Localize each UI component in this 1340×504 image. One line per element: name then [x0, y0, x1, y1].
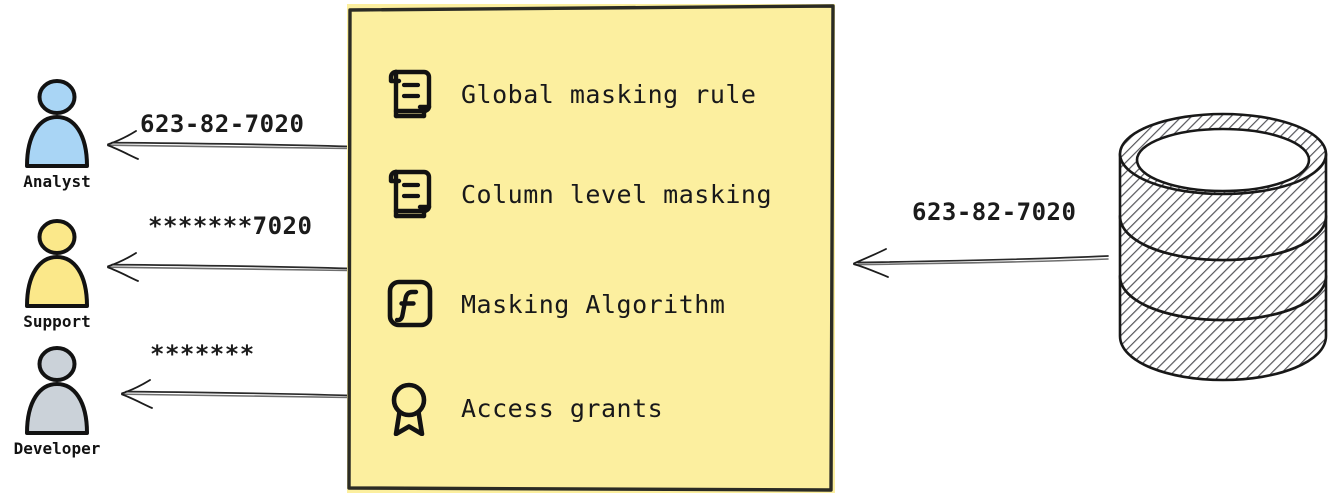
- scroll-icon: [388, 169, 432, 219]
- policy-row-label: Masking Algorithm: [461, 289, 726, 319]
- actor-label: Analyst: [23, 172, 91, 191]
- database-icon[interactable]: [1110, 108, 1336, 398]
- policy-row[interactable]: Access grants: [383, 376, 663, 440]
- flow-arrow-analyst: [107, 130, 351, 160]
- scroll-icon: [388, 69, 432, 119]
- actor-analyst[interactable]: Analyst: [2, 78, 112, 191]
- flow-label-source: 623-82-7020: [912, 198, 1077, 226]
- flow-label-support: *******7020: [148, 212, 313, 240]
- flow-label-developer: *******: [150, 340, 255, 368]
- actor-support[interactable]: Support: [2, 218, 112, 331]
- policy-row[interactable]: Global masking rule: [383, 62, 756, 126]
- flow-arrow-source: [853, 248, 1109, 278]
- actor-label: Developer: [13, 439, 101, 458]
- person-icon: [25, 79, 89, 168]
- person-icon: [25, 346, 89, 435]
- policy-panel: Global masking rule Column level masking: [347, 4, 835, 493]
- policy-row[interactable]: Column level masking: [383, 162, 772, 226]
- policy-row-label: Access grants: [461, 393, 664, 423]
- flow-label-analyst: 623-82-7020: [140, 110, 305, 138]
- policy-row-label: Global masking rule: [461, 79, 757, 109]
- actor-developer[interactable]: Developer: [2, 345, 112, 458]
- actor-label: Support: [23, 312, 91, 331]
- policy-row-label: Column level masking: [461, 179, 773, 209]
- function-square-icon: [387, 279, 433, 328]
- award-icon: [391, 382, 427, 436]
- flow-arrow-support: [107, 252, 351, 282]
- person-icon: [25, 219, 89, 308]
- flow-arrow-developer: [121, 379, 351, 409]
- policy-row[interactable]: Masking Algorithm: [383, 272, 725, 336]
